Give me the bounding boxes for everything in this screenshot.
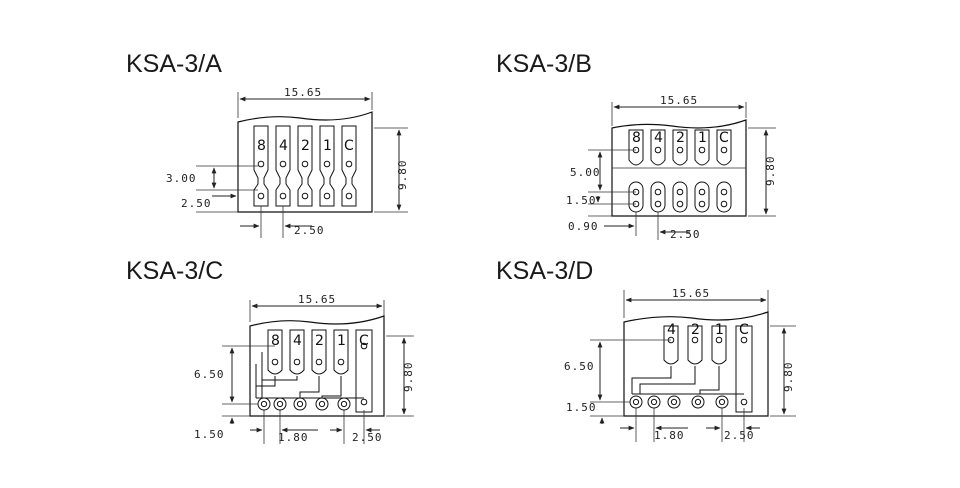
title-ksa3-a: KSA-3/A [126, 50, 222, 78]
pitch-label-b: 5.00 [570, 166, 601, 179]
code-label-a-1: 1 [323, 138, 332, 154]
code-label-a-c: C [344, 138, 354, 154]
code-label-b-2: 2 [676, 130, 685, 146]
width-label-b: 15.65 [660, 94, 698, 107]
hole-group-d [629, 336, 748, 409]
spacing-label-a: 2.50 [294, 224, 325, 237]
code-label-a-8: 8 [257, 138, 266, 154]
trace-group-d [631, 366, 744, 395]
width-label-a: 15.65 [284, 86, 322, 99]
diagram-ksa3-c: KSA-3/C 15.65 [126, 257, 415, 444]
spacing-b-label-d: 2.50 [724, 429, 755, 442]
width-label-d: 15.65 [672, 287, 710, 300]
height-label-c: 9.80 [402, 362, 415, 393]
code-label-d-1: 1 [715, 322, 724, 338]
code-label-d-2: 2 [691, 322, 700, 338]
offset-label-b: 1.50 [566, 194, 597, 207]
offset-label-a: 2.50 [181, 197, 212, 210]
height-label-b: 9.80 [764, 156, 777, 187]
diagram-ksa3-b: KSA-3/B 15.65 8 4 2 1 C [496, 50, 777, 241]
spacing-b-label-c: 2.50 [352, 431, 383, 444]
title-ksa3-b: KSA-3/B [496, 50, 592, 78]
title-ksa3-c: KSA-3/C [126, 257, 223, 285]
code-label-c-1: 1 [337, 333, 346, 349]
code-label-c-2: 2 [315, 333, 324, 349]
pad-group-d [663, 325, 753, 413]
code-label-c-8: 8 [271, 333, 280, 349]
diagram-ksa3-a: KSA-3/A 15.65 8 4 2 1 C [126, 50, 409, 238]
hole-group-b [632, 146, 728, 208]
code-label-a-2: 2 [301, 138, 310, 154]
pad-group-b [628, 129, 732, 213]
spacing-a-label-d: 1.80 [654, 429, 685, 442]
pad-group-c [267, 329, 373, 413]
title-ksa3-d: KSA-3/D [496, 257, 593, 285]
diagram-ksa3-d: KSA-3/D 15.65 4 2 1 C [496, 257, 796, 442]
code-label-b-4: 4 [654, 130, 663, 146]
hole-group-c [257, 342, 368, 411]
pitch-label-a: 3.00 [166, 172, 197, 185]
height-label-d: 9.80 [782, 362, 795, 393]
spacing-label-b: 2.50 [670, 228, 701, 241]
pitch-label-d: 6.50 [564, 360, 595, 373]
pitch-label-c: 6.50 [194, 368, 225, 381]
code-label-b-8: 8 [632, 130, 641, 146]
code-label-d-c: C [739, 322, 749, 338]
code-label-b-1: 1 [698, 130, 707, 146]
offset-label-d: 1.50 [566, 401, 597, 414]
hole-group-a [257, 160, 353, 200]
height-label-a: 9.80 [396, 160, 409, 191]
edge-label-b: 0.90 [568, 220, 599, 233]
code-label-c-4: 4 [293, 333, 302, 349]
width-label-c: 15.65 [298, 293, 336, 306]
spacing-a-label-c: 1.80 [278, 431, 309, 444]
code-label-d-4: 4 [667, 322, 676, 338]
code-label-c-c: C [359, 333, 369, 349]
code-label-a-4: 4 [279, 138, 288, 154]
code-label-b-c: C [719, 130, 729, 146]
offset-label-c: 1.50 [194, 428, 225, 441]
